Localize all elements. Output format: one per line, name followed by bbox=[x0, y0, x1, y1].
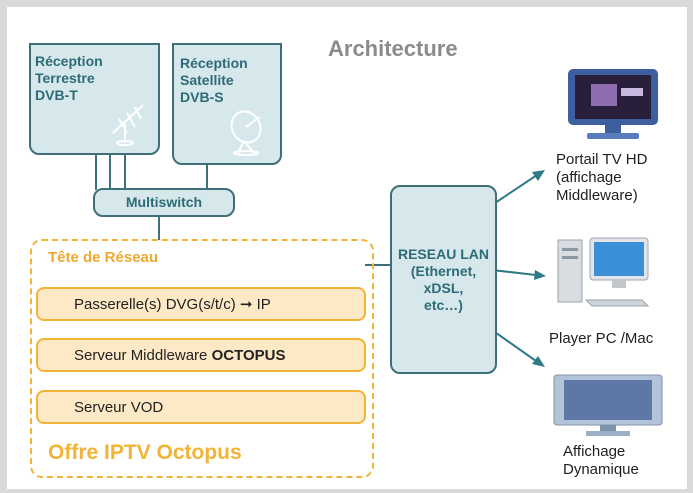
middleware-row: Serveur Middleware OCTOPUS bbox=[36, 338, 366, 372]
reception-satellite-box: Réception Satellite DVB-S bbox=[172, 43, 282, 165]
passerelle-row: Passerelle(s) DVG(s/t/c) ➞ IP bbox=[36, 287, 366, 321]
multiswitch-label: Multiswitch bbox=[125, 194, 203, 210]
offre-label: Offre IPTV Octopus bbox=[48, 441, 242, 464]
reception-satellite-label: Réception Satellite DVB-S bbox=[180, 55, 248, 105]
output-label-pc: Player PC /Mac bbox=[549, 330, 654, 347]
reception-terrestre-label: Réception Terrestre DVB-T bbox=[35, 53, 103, 103]
satellite-dish-icon bbox=[230, 110, 262, 156]
tete-de-reseau-group bbox=[30, 239, 374, 478]
output-label-tv: Portail TV HD (affichage Middleware) bbox=[556, 151, 648, 204]
output-label-display: Affichage Dynamique bbox=[563, 443, 639, 478]
tv-icon bbox=[568, 69, 658, 139]
antenna-icon bbox=[112, 104, 144, 146]
desktop-pc-icon bbox=[557, 237, 650, 307]
vod-label: Serveur VOD bbox=[74, 398, 164, 416]
middleware-bold: OCTOPUS bbox=[211, 346, 286, 364]
reseau-lan-box: RESEAU LAN (Ethernet, xDSL, etc…) bbox=[390, 185, 497, 374]
flat-screen-icon bbox=[553, 374, 663, 436]
passerelle-label: Passerelle(s) DVG(s/t/c) ➞ IP bbox=[74, 296, 271, 313]
diagram-title: Architecture bbox=[328, 36, 458, 61]
tete-de-reseau-label: Tête de Réseau bbox=[48, 249, 159, 266]
multiswitch-box: Multiswitch bbox=[93, 188, 235, 217]
reception-terrestre-box: Réception Terrestre DVB-T bbox=[29, 43, 160, 155]
reseau-lan-label: RESEAU LAN (Ethernet, xDSL, etc…) bbox=[397, 245, 489, 313]
vod-row: Serveur VOD bbox=[36, 390, 366, 424]
middleware-label: Serveur Middleware bbox=[74, 346, 212, 364]
